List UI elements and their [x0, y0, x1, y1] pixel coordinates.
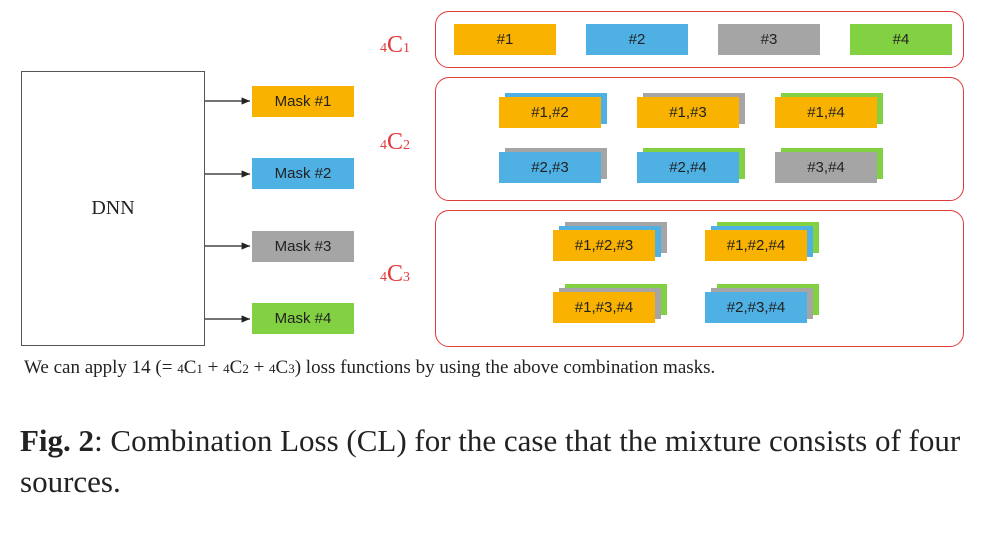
combo-chip-front: #3	[718, 24, 820, 55]
combo-chip-label: #1,#3	[669, 104, 707, 121]
combo-chip-label: #1	[496, 31, 514, 48]
mask-2-label: Mask #2	[274, 165, 332, 182]
combo-chip-front: #1,#2	[499, 97, 601, 128]
combo-chip-label: #2,#4	[669, 159, 707, 176]
combo-chip-front: #3,#4	[775, 152, 877, 183]
combo-chip: #1,#2	[499, 93, 611, 132]
combo-chip-label: #3	[760, 31, 778, 48]
combo-chip-front: #2,#3	[499, 152, 601, 183]
mask-2: Mask #2	[252, 158, 354, 189]
combo-chip-front: #1,#2,#3	[553, 230, 655, 261]
combo-chip: #1,#3,#4	[553, 284, 670, 333]
group-box-c1	[435, 11, 964, 68]
combo-chip: #2,#3,#4	[705, 284, 822, 333]
combo-chip: #1,#3	[637, 93, 749, 132]
combo-chip: #1,#4	[775, 93, 887, 132]
group-box-c3	[435, 210, 964, 347]
combo-chip: #2,#3	[499, 148, 611, 187]
combo-chip-front: #4	[850, 24, 952, 55]
combo-chip-front: #2,#4	[637, 152, 739, 183]
combo-chip: #4	[850, 24, 952, 55]
combo-chip-label: #2,#3,#4	[726, 299, 786, 316]
mask-4-label: Mask #4	[274, 310, 332, 327]
combo-chip-front: #1,#3,#4	[553, 292, 655, 323]
combo-chip: #3,#4	[775, 148, 887, 187]
group-label-c3: 4C3	[380, 261, 411, 287]
combo-chip: #1,#2,#3	[553, 222, 670, 271]
combo-chip: #3	[718, 24, 820, 55]
dnn-label: DNN	[91, 197, 135, 219]
combo-chip-label: #1,#2,#3	[574, 237, 634, 254]
group-box-c2	[435, 77, 964, 201]
combo-chip-front: #1,#2,#4	[705, 230, 807, 261]
combo-chip-label: #1,#2,#4	[726, 237, 786, 254]
combo-chip-label: #2	[628, 31, 646, 48]
figure-caption: Fig. 2: Combination Loss (CL) for the ca…	[20, 420, 965, 502]
combo-chip-label: #2,#3	[531, 159, 569, 176]
figure-caption-text: : Combination Loss (CL) for the case tha…	[20, 423, 961, 499]
mask-3-label: Mask #3	[274, 238, 332, 255]
combo-chip: #1,#2,#4	[705, 222, 822, 271]
mask-1: Mask #1	[252, 86, 354, 117]
combo-chip: #2,#4	[637, 148, 749, 187]
group-label-c2: 4C2	[380, 129, 411, 155]
combo-chip: #1	[454, 24, 556, 55]
combo-chip-front: #2	[586, 24, 688, 55]
combo-chip-label: #1,#4	[807, 104, 845, 121]
combo-chip-label: #3,#4	[807, 159, 845, 176]
combo-chip-front: #1	[454, 24, 556, 55]
combo-chip-label: #4	[892, 31, 910, 48]
mask-1-label: Mask #1	[274, 93, 332, 110]
combo-chip-label: #1,#3,#4	[574, 299, 634, 316]
combo-chip-front: #1,#3	[637, 97, 739, 128]
combo-chip-label: #1,#2	[531, 104, 569, 121]
dnn-block: DNN	[21, 71, 205, 346]
combo-chip: #2	[586, 24, 688, 55]
group-label-c1: 4C1	[380, 32, 411, 58]
combo-chip-front: #2,#3,#4	[705, 292, 807, 323]
diagram-caption: We can apply 14 (= 4C1 + 4C2 + 4C3) loss…	[24, 357, 716, 378]
mask-3: Mask #3	[252, 231, 354, 262]
figure-label: Fig. 2	[20, 423, 95, 458]
combo-chip-front: #1,#4	[775, 97, 877, 128]
mask-4: Mask #4	[252, 303, 354, 334]
